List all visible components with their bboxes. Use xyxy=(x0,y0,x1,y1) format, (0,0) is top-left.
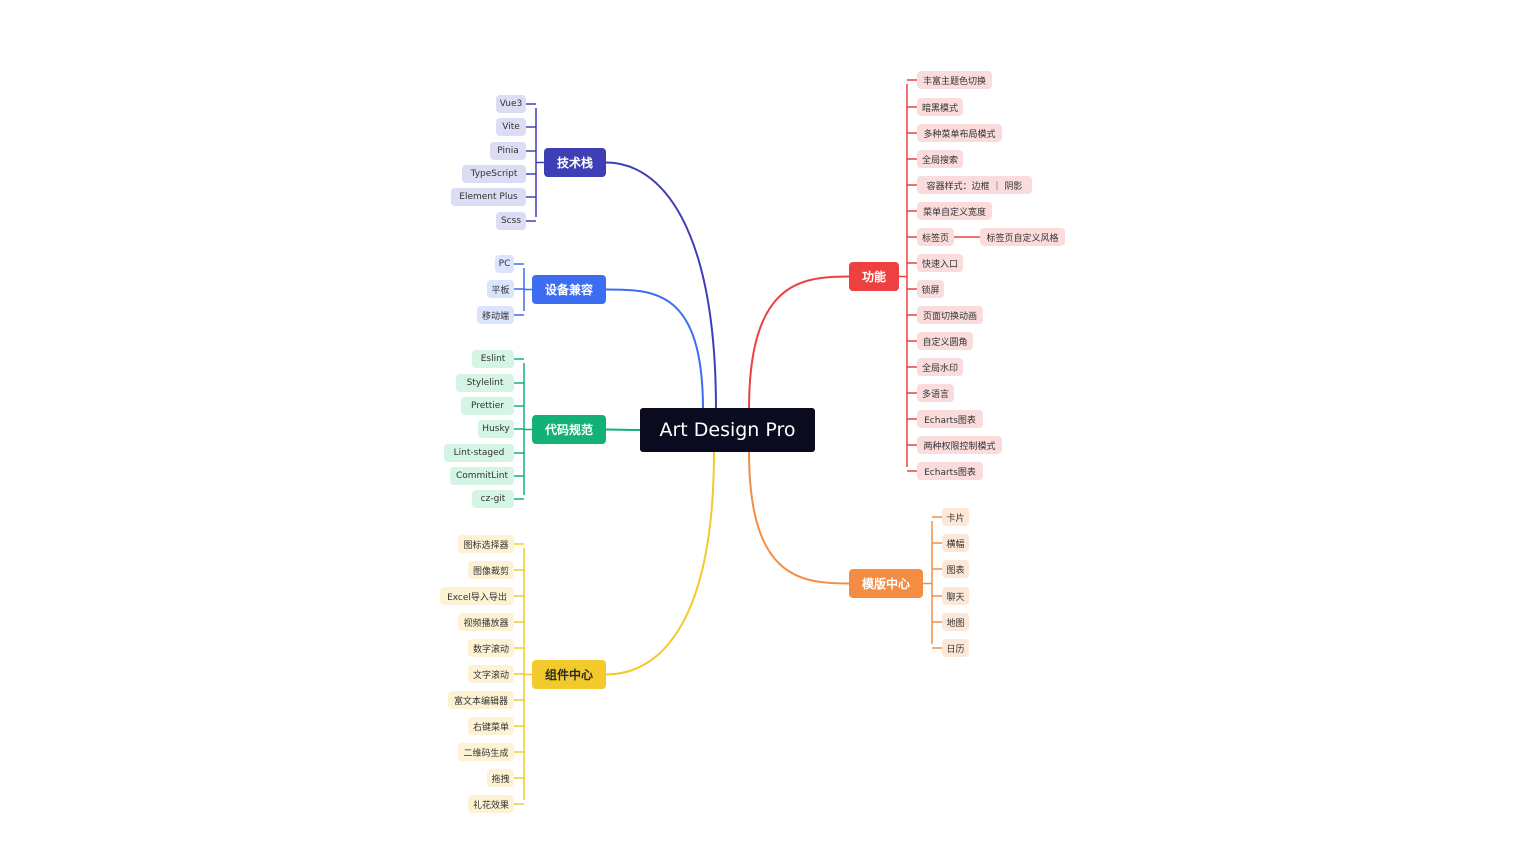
leaf-node[interactable]: 图像裁剪 xyxy=(468,561,514,579)
leaf-node[interactable]: cz-git xyxy=(472,490,514,508)
leaf-node[interactable]: 地图 xyxy=(942,613,969,631)
leaf-node[interactable]: Vue3 xyxy=(496,95,526,113)
leaf-node[interactable]: Husky xyxy=(478,420,514,438)
leaf-node[interactable]: Echarts图表 xyxy=(917,410,983,428)
leaf-node[interactable]: Echarts图表 xyxy=(917,462,983,480)
leaf-node[interactable]: 页面切换动画 xyxy=(917,306,983,324)
branch-node-tech[interactable]: 技术栈 xyxy=(544,148,606,177)
leaf-node[interactable]: 文字滚动 xyxy=(468,665,514,683)
leaf-node[interactable]: Lint-staged xyxy=(444,444,514,462)
leaf-node[interactable]: 视频播放器 xyxy=(458,613,514,631)
leaf-node[interactable]: Excel导入导出 xyxy=(440,587,514,605)
branch-node-code[interactable]: 代码规范 xyxy=(532,415,606,444)
connector-line xyxy=(605,450,715,676)
leaf-node[interactable]: 多语言 xyxy=(917,384,954,402)
leaf-node[interactable]: 聊天 xyxy=(942,587,969,605)
connector-line xyxy=(605,161,717,411)
connector-line xyxy=(748,275,850,411)
leaf-node[interactable]: 图标选择器 xyxy=(458,535,514,553)
leaf-node[interactable]: 横幅 xyxy=(942,534,969,552)
root-node[interactable]: Art Design Pro xyxy=(640,408,815,452)
leaf-node[interactable]: 自定义圆角 xyxy=(917,332,973,350)
leaf-node[interactable]: 两种权限控制模式 xyxy=(917,436,1002,454)
leaf-node[interactable]: TypeScript xyxy=(462,165,526,183)
leaf-node[interactable]: 菜单自定义宽度 xyxy=(917,202,992,220)
leaf-node[interactable]: Vite xyxy=(496,118,526,136)
leaf-node[interactable]: 多种菜单布局模式 xyxy=(917,124,1002,142)
leaf-node[interactable]: 数字滚动 xyxy=(468,639,514,657)
leaf-node[interactable]: PC xyxy=(495,255,514,273)
leaf-node[interactable]: 拖拽 xyxy=(487,769,514,787)
leaf-node[interactable]: 容器样式：边框 ｜ 阴影 xyxy=(917,176,1032,194)
leaf-node[interactable]: 卡片 xyxy=(942,508,969,526)
leaf-node[interactable]: 快速入口 xyxy=(917,254,963,272)
leaf-node[interactable]: 二维码生成 xyxy=(458,743,514,761)
leaf-node[interactable]: Pinia xyxy=(490,142,526,160)
branch-node-feature[interactable]: 功能 xyxy=(849,262,899,291)
leaf-node[interactable]: 移动端 xyxy=(477,306,514,324)
branch-node-component[interactable]: 组件中心 xyxy=(532,660,606,689)
leaf-node[interactable]: Prettier xyxy=(461,397,514,415)
connector-line xyxy=(605,288,704,411)
leaf-node[interactable]: Element Plus xyxy=(451,188,526,206)
leaf-node[interactable]: 平板 xyxy=(487,280,514,298)
leaf-node[interactable]: Stylelint xyxy=(456,374,514,392)
branch-node-device[interactable]: 设备兼容 xyxy=(532,275,606,304)
leaf-node[interactable]: 富文本编辑器 xyxy=(448,691,514,709)
leaf-node[interactable]: Eslint xyxy=(472,350,514,368)
leaf-node[interactable]: 全局水印 xyxy=(917,358,963,376)
connector-line xyxy=(748,450,850,585)
leaf-node[interactable]: 图表 xyxy=(942,560,969,578)
leaf-node[interactable]: 丰富主题色切换 xyxy=(917,71,992,89)
leaf-node[interactable]: 暗黑模式 xyxy=(917,98,963,116)
leaf-node[interactable]: 锁屏 xyxy=(917,280,944,298)
leaf-node[interactable]: Scss xyxy=(496,212,526,230)
leaf-node[interactable]: 日历 xyxy=(942,639,969,657)
leaf-node[interactable]: 礼花效果 xyxy=(468,795,514,813)
connector-line xyxy=(605,428,641,431)
sub-leaf-node[interactable]: 标签页自定义风格 xyxy=(980,228,1065,246)
leaf-node[interactable]: CommitLint xyxy=(450,467,514,485)
leaf-node[interactable]: 右键菜单 xyxy=(468,717,514,735)
branch-node-template[interactable]: 模版中心 xyxy=(849,569,923,598)
leaf-node[interactable]: 标签页 xyxy=(917,228,954,246)
leaf-node[interactable]: 全局搜索 xyxy=(917,150,963,168)
